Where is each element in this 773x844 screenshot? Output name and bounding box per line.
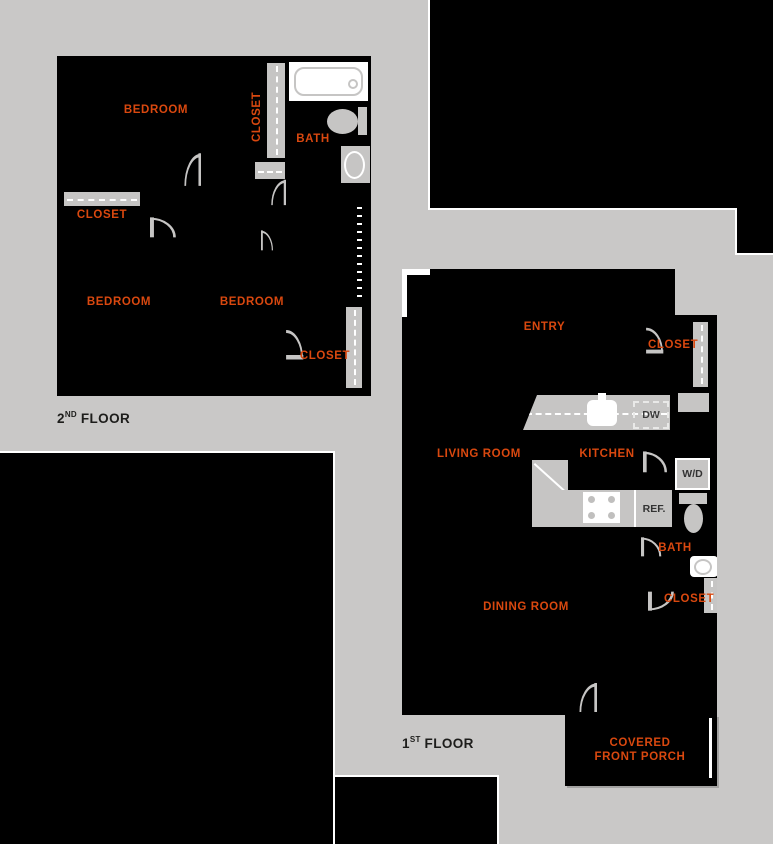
room-label-closet: CLOSET [299,350,351,362]
burner [608,512,615,519]
dishwasher-label: DW [633,401,669,429]
door-swing-icon [578,681,597,713]
backdrop-bottom-left [0,451,335,844]
room-label-bedroom: BEDROOM [86,296,152,308]
closet-rod-line [700,325,703,384]
room-label-bedroom: BEDROOM [219,296,285,308]
room-label-dining-room: DINING ROOM [483,601,569,613]
room-label-bedroom: BEDROOM [123,104,189,116]
burner [608,496,615,503]
room-label-porch-line1: COVERED [609,737,671,749]
bathtub-icon [289,62,368,101]
room-label-living-room: LIVING ROOM [437,448,521,460]
closet-strip [693,322,708,387]
backdrop-top-right [428,0,773,210]
sink-basin [344,151,365,179]
first-floor-plan: DW W/D REF. ENTRY CLOSET LIVI [402,269,717,786]
floor-number: 2 [57,411,65,426]
porch-window-line [709,718,712,778]
floor-word: FLOOR [80,411,131,426]
bathtub-drain [348,78,358,89]
floor-number: 1 [402,736,410,751]
closet-rod-line [354,310,356,385]
rail-line [258,170,282,173]
burner [588,496,595,503]
stairs-icon [357,207,362,303]
door-swing-icon [183,151,201,187]
closet-rod-line [67,199,137,201]
floor-ordinal: ND [64,410,77,419]
stair-rail-strip [255,162,285,179]
door-swing-icon [270,178,286,206]
room-label-closet: CLOSET [251,91,263,143]
room-label-bath: BATH [296,133,330,145]
room-label-entry: ENTRY [523,321,566,333]
entry-wall-mark [402,269,407,317]
closet-rod-line [276,66,278,155]
bathroom-sink-icon [341,146,370,183]
closet-strip [267,63,285,158]
floor-word: FLOOR [424,736,474,751]
room-label-closet: CLOSET [648,339,699,351]
backdrop-top-right-step [735,208,773,255]
room-label-bath: BATH [658,542,692,554]
room-label-porch-line2: FRONT PORCH [594,751,686,763]
door-swing-icon [150,216,178,238]
stove-icon [583,492,620,523]
faucet-icon [598,393,606,402]
door-swing-icon [261,229,274,251]
toilet-bowl-icon [327,109,358,134]
toilet-tank-icon [679,493,707,504]
bathtub-basin [294,67,363,96]
refrigerator-label: REF. [634,490,672,527]
closet-strip [704,578,717,613]
door-swing-icon [643,450,669,473]
second-floor-plan: BEDROOM CLOSET BATH CLOSET BEDROOM BEDRO… [57,56,371,396]
washer-dryer-label: W/D [675,458,710,490]
closet-shelf [64,192,140,206]
closet-rod-line [710,581,713,610]
pantry-shelf [678,393,709,412]
sink-basin [694,559,712,575]
room-label-closet: CLOSET [664,593,715,605]
room-label-kitchen: KITCHEN [579,448,635,460]
closet-strip [346,307,362,388]
toilet-tank-icon [358,107,367,135]
backdrop-bottom-left-step [335,775,499,844]
burner [588,512,595,519]
room-label-closet: CLOSET [76,209,128,221]
bathroom-sink-icon [690,556,717,577]
entry-wall-mark [402,269,430,275]
toilet-bowl-icon [684,504,703,533]
floor-ordinal: ST [409,735,421,744]
kitchen-sink-icon [587,400,617,426]
